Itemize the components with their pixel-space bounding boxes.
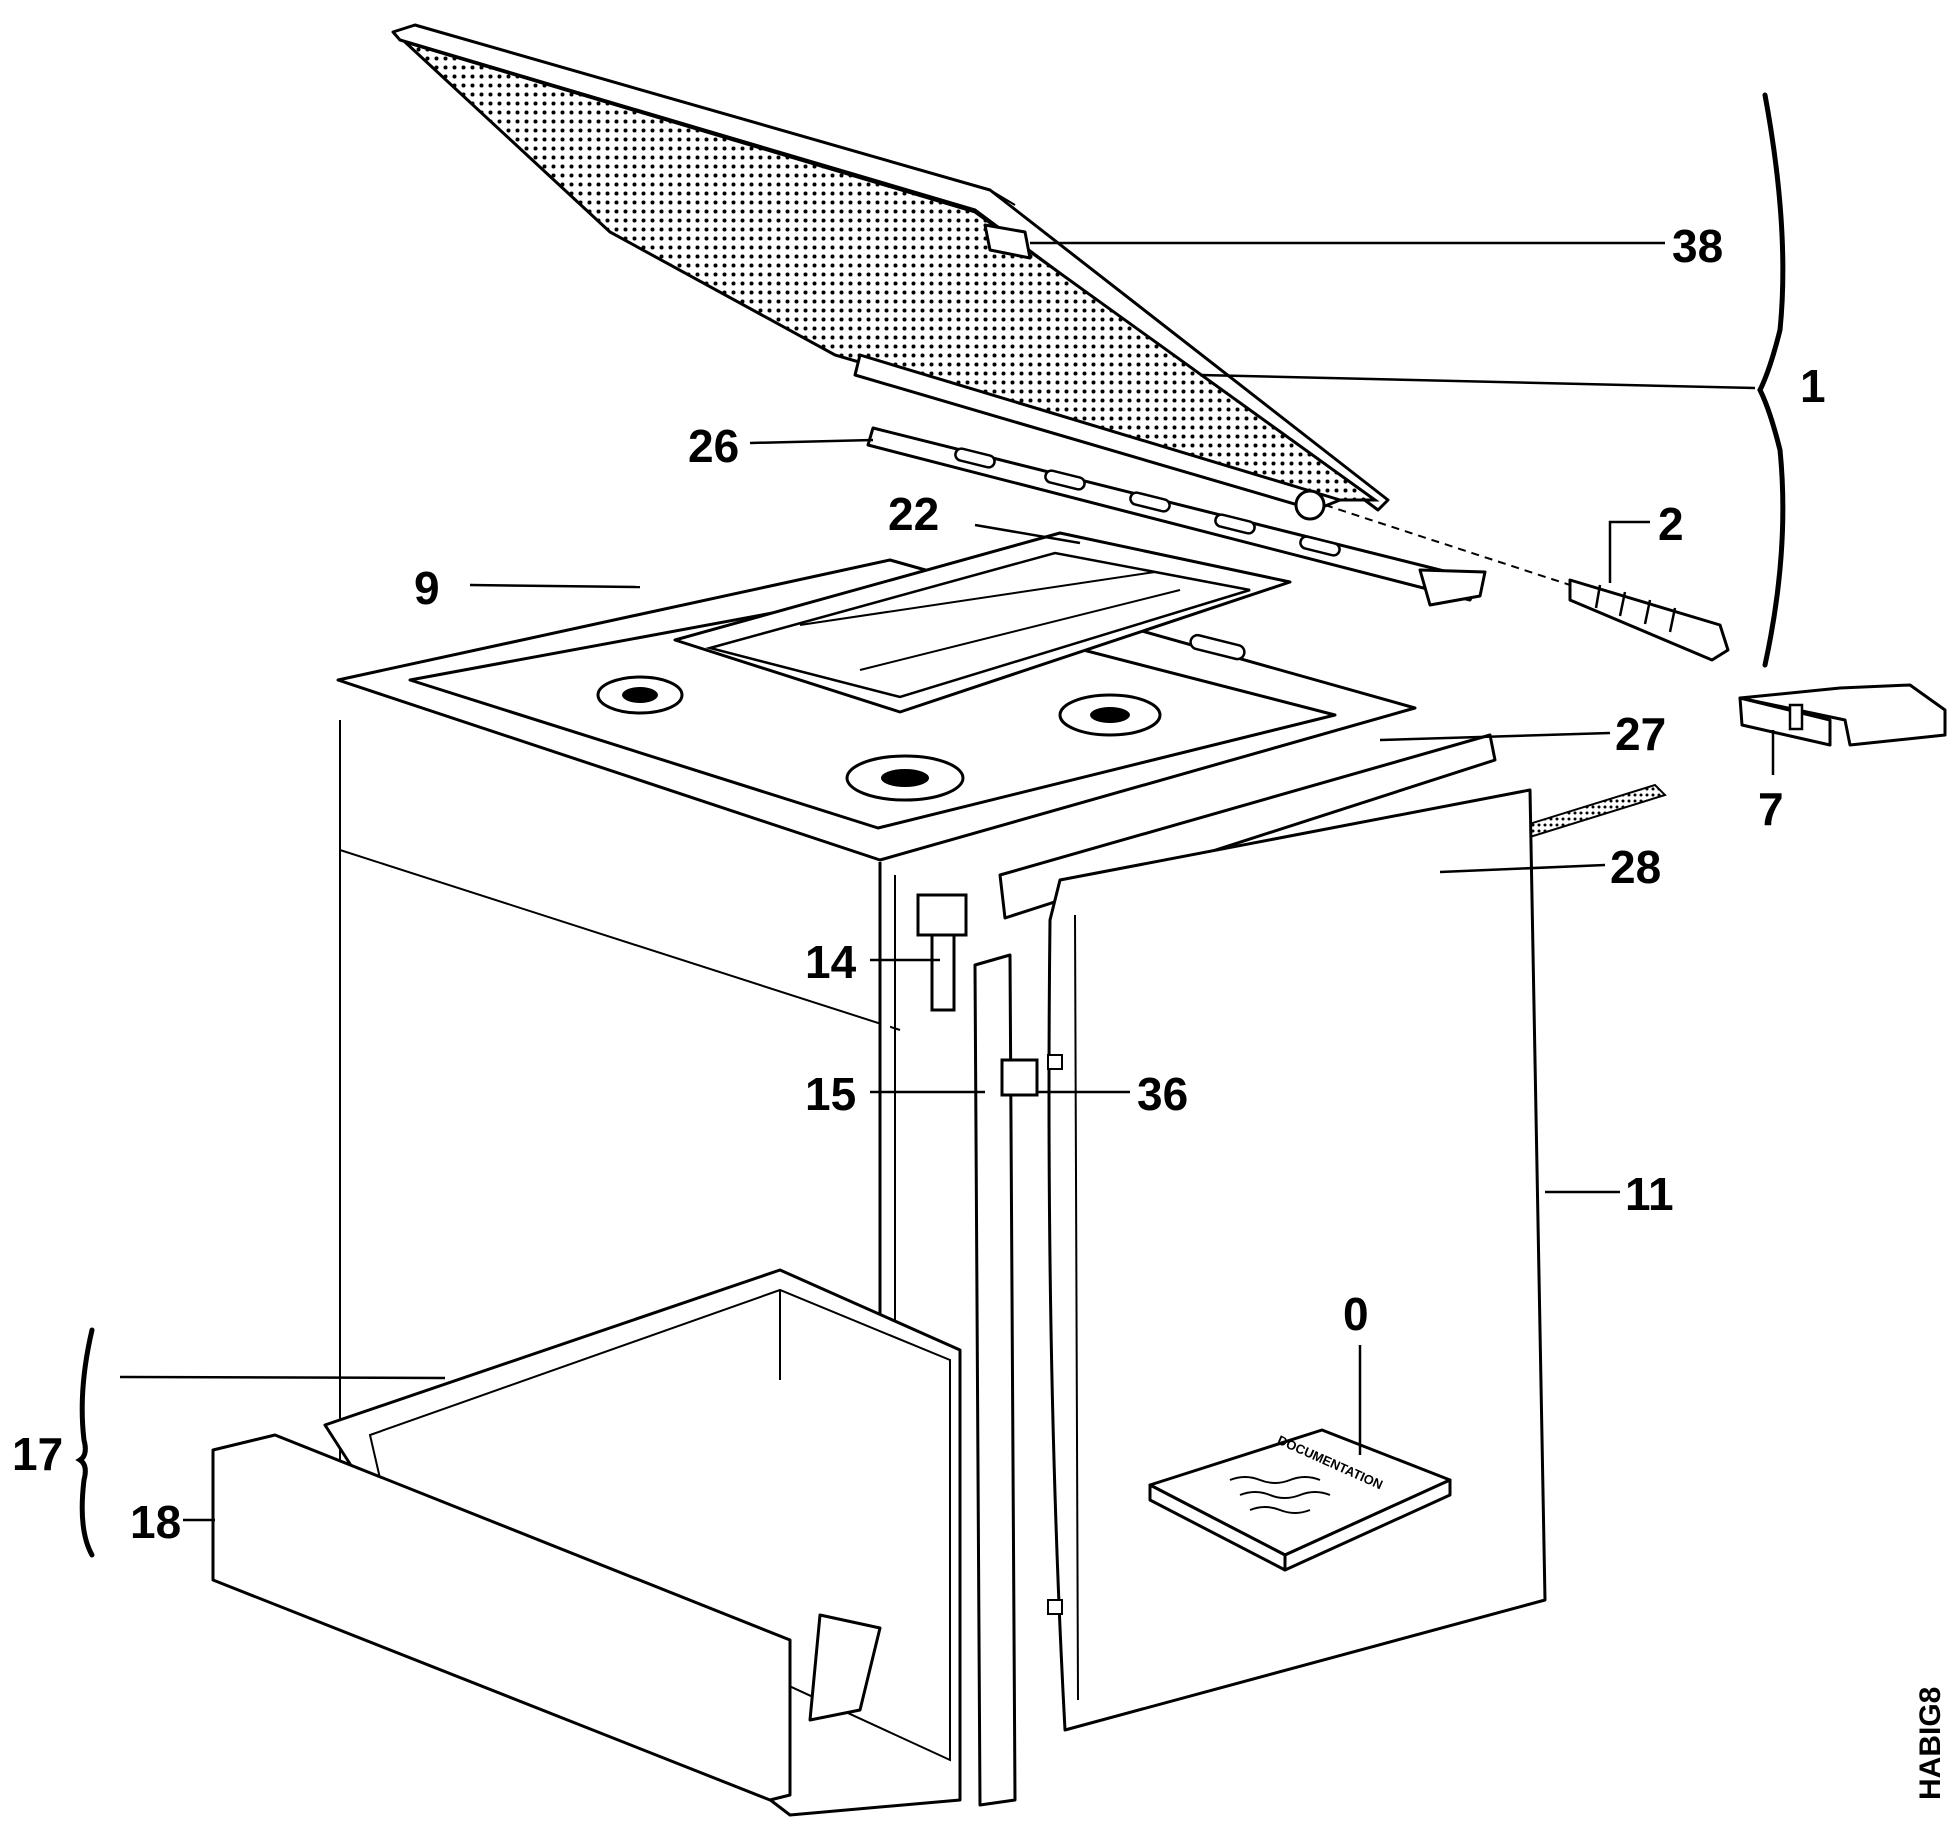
hinge-pin bbox=[1324, 504, 1730, 662]
label-part-11: 11 bbox=[1625, 1168, 1674, 1220]
hinge-bracket bbox=[916, 893, 968, 1012]
door-catch bbox=[1000, 1058, 1039, 1097]
brace-part-17 bbox=[75, 1327, 95, 1558]
label-part-2: 2 bbox=[1658, 498, 1684, 550]
hob-top bbox=[336, 558, 1417, 862]
label-part-38: 38 bbox=[1672, 220, 1723, 272]
lid-handle bbox=[983, 223, 1032, 260]
label-part-22: 22 bbox=[888, 488, 939, 540]
documentation-booklet: DOCUMENTATION bbox=[1148, 1428, 1452, 1572]
pan-support bbox=[673, 531, 1292, 714]
label-part-18: 18 bbox=[130, 1496, 181, 1548]
lid-support bbox=[1738, 683, 1947, 747]
label-part-1: 1 bbox=[1800, 360, 1826, 412]
label-part-15: 15 bbox=[805, 1068, 856, 1120]
label-part-17: 17 bbox=[12, 1428, 63, 1480]
leader-lines bbox=[119, 241, 1775, 1522]
label-part-7: 7 bbox=[1758, 783, 1784, 835]
label-part-27: 27 bbox=[1615, 708, 1666, 760]
drawing-code: HABIG8 bbox=[1914, 1687, 1947, 1800]
brace-part-1 bbox=[1757, 92, 1786, 668]
drawer-front-panel bbox=[211, 1433, 792, 1802]
label-part-0: 0 bbox=[1343, 1288, 1369, 1340]
hinge-rail bbox=[866, 426, 1487, 607]
label-part-36: 36 bbox=[1137, 1068, 1188, 1120]
upright-profile bbox=[973, 953, 1017, 1807]
label-part-9: 9 bbox=[414, 562, 440, 614]
drawer bbox=[211, 1268, 962, 1817]
label-part-28: 28 bbox=[1610, 841, 1661, 893]
side-panel bbox=[1047, 788, 1547, 1732]
label-part-14: 14 bbox=[805, 936, 857, 988]
label-part-26: 26 bbox=[688, 420, 739, 472]
